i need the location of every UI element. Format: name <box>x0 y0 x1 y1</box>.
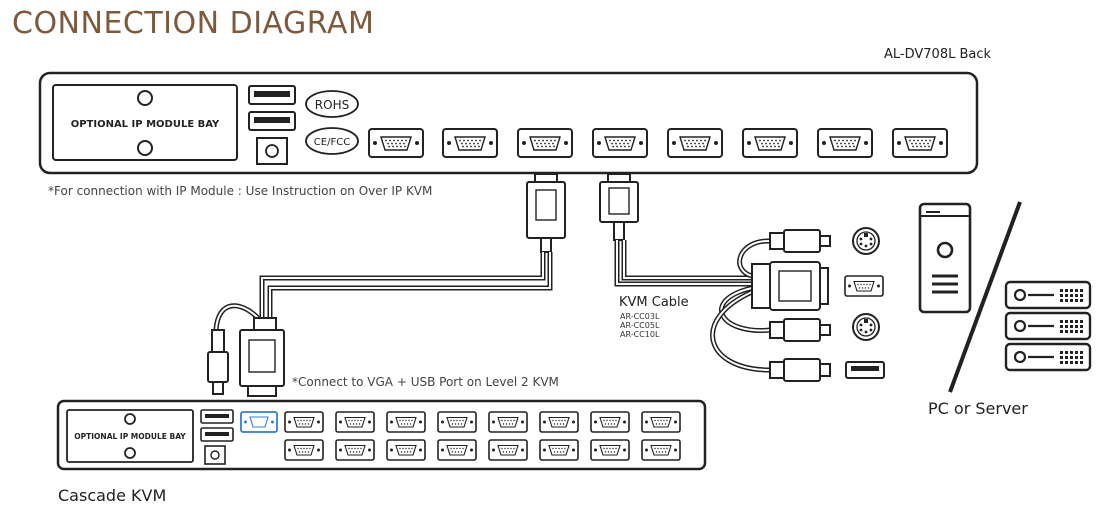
vga-port <box>335 439 375 461</box>
vga-port <box>539 439 579 461</box>
rohs-badge-text: ROHS <box>315 98 349 112</box>
cascade-cable <box>207 173 566 397</box>
cefcc-badge-text: CE/FCC <box>314 137 350 148</box>
vga-port <box>284 439 324 461</box>
cefcc-badge <box>305 127 359 155</box>
ps2-keyboard-port <box>852 227 880 255</box>
cascade-ip-bay-label: OPTIONAL IP MODULE BAY <box>74 432 186 441</box>
unit-label: AL-DV708L Back <box>884 47 992 62</box>
vga-port <box>335 411 375 433</box>
vga-port <box>442 128 498 158</box>
rack-server-icon <box>1004 280 1092 372</box>
vga-port <box>667 128 723 158</box>
vga-port <box>742 128 798 158</box>
page-title: CONNECTION DIAGRAM <box>12 6 375 41</box>
vga-port <box>517 128 573 158</box>
vga-port <box>437 411 477 433</box>
kvm-cable-models: AR-CC03L AR-CC05L AR-CC10L <box>620 312 659 339</box>
ps2-mouse-port <box>852 313 880 341</box>
vga-port <box>488 411 528 433</box>
vga-port <box>437 439 477 461</box>
pc-server-label: PC or Server <box>928 399 1028 418</box>
main-kvm-panel: OPTIONAL IP MODULE BAY ROHS CE/FCC <box>38 71 979 175</box>
vga-port <box>539 411 579 433</box>
rohs-badge <box>305 90 359 118</box>
cable-model: AR-CC05L <box>620 321 660 330</box>
vga-port <box>386 439 426 461</box>
cascade-kvm-label: Cascade KVM <box>58 486 167 505</box>
vga-port <box>892 128 948 158</box>
ip-module-note: *For connection with IP Module : Use Ins… <box>48 184 433 198</box>
ip-bay-label: OPTIONAL IP MODULE BAY <box>71 119 220 130</box>
divider-slash <box>948 201 1022 393</box>
vga-port <box>590 411 630 433</box>
pc-tower-icon <box>918 202 972 314</box>
vga-port <box>590 439 630 461</box>
vga-port <box>284 411 324 433</box>
pc-ports <box>844 227 885 379</box>
cascade-note: *Connect to VGA + USB Port on Level 2 KV… <box>292 375 559 389</box>
kvm-cable-label: KVM Cable <box>619 295 689 310</box>
vga-port <box>817 128 873 158</box>
vga-port <box>641 411 681 433</box>
vga-port <box>641 439 681 461</box>
cable-model: AR-CC03L <box>620 312 660 321</box>
vga-port <box>386 411 426 433</box>
vga-port <box>368 128 424 158</box>
usb-port <box>248 85 296 105</box>
vga-port <box>592 128 648 158</box>
cascade-input-vga-port <box>240 411 278 433</box>
pc-vga-port <box>844 275 884 297</box>
usb-port <box>248 111 296 131</box>
vga-port <box>488 439 528 461</box>
cascade-kvm-panel: OPTIONAL IP MODULE BAY <box>56 399 707 471</box>
kvm-cable <box>599 173 831 382</box>
cable-model: AR-CC10L <box>620 330 660 339</box>
